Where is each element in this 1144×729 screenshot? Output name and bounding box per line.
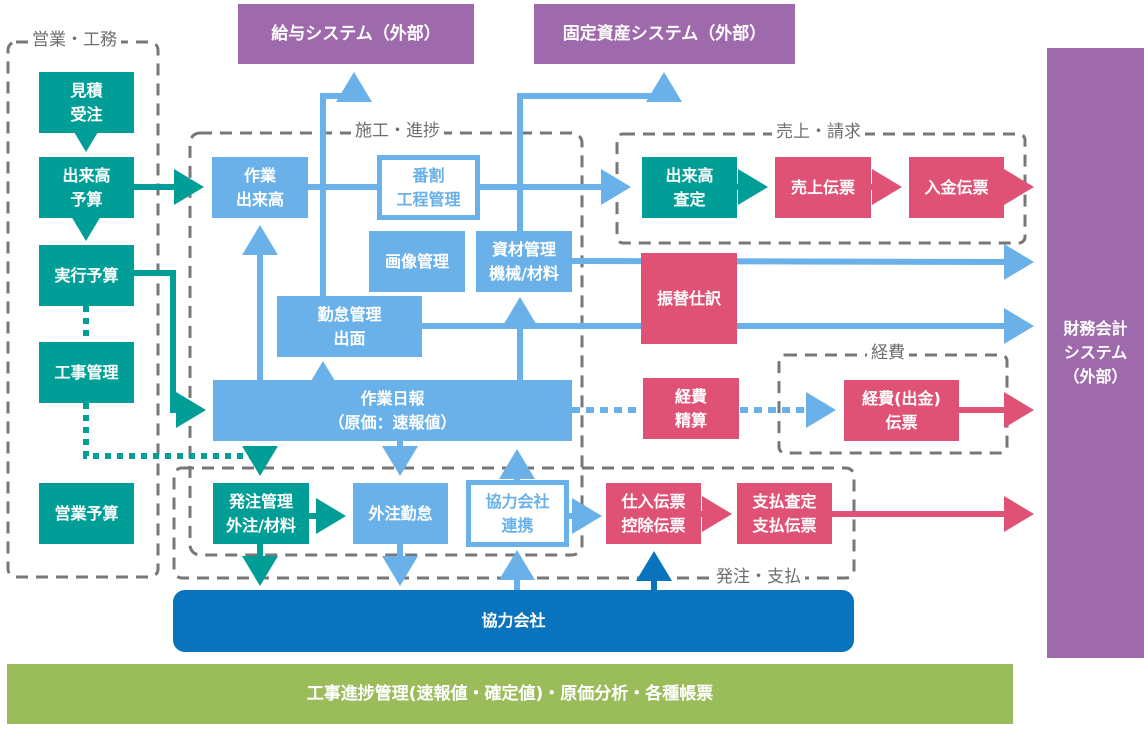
estimate-order-box[interactable]: 見積 受注: [39, 72, 134, 133]
connector-attendance-to-payroll: [320, 72, 372, 297]
sales-slip-box[interactable]: 売上伝票: [775, 157, 871, 218]
accounting-system[interactable]: 財務会計 システム （外部）: [1047, 48, 1144, 658]
daily-report-box[interactable]: 作業日報 （原価：速報値）: [213, 380, 572, 441]
group-label-expenses: 経費: [867, 343, 909, 363]
construction-mgmt-box[interactable]: 工事管理: [39, 342, 134, 403]
partner-link-box[interactable]: 協力会社 連携: [466, 480, 569, 547]
group-label-billing: 売上・請求: [772, 122, 865, 142]
payment-slip-box[interactable]: 支払査定 支払伝票: [737, 483, 832, 544]
transfer-journal-box[interactable]: 振替仕訳: [641, 253, 737, 344]
sales-budget-box[interactable]: 営業予算: [39, 483, 134, 544]
execution-budget-box[interactable]: 実行予算: [39, 245, 134, 306]
purchase-slip-box[interactable]: 仕入伝票 控除伝票: [606, 483, 701, 544]
connector-execution-to-report: [133, 270, 206, 428]
connector-mgmt-to-order: [83, 403, 278, 476]
expense-slip-box[interactable]: 経費(出金) 伝票: [844, 380, 959, 441]
receipt-slip-box[interactable]: 入金伝票: [909, 157, 1004, 218]
group-label-construction: 施工・進捗: [351, 121, 444, 141]
group-label-ordering: 発注・支払: [712, 567, 805, 587]
work-progress-box[interactable]: 作業 出来高: [212, 157, 308, 218]
schedule-mgmt-box[interactable]: 番割 工程管理: [377, 155, 480, 220]
group-label-sales: 営業・工務: [28, 30, 121, 50]
payroll-system[interactable]: 給与システム（外部）: [238, 4, 474, 64]
material-mgmt-box[interactable]: 資材管理 機械/材料: [476, 231, 572, 292]
partner-company-bar[interactable]: 協力会社: [173, 590, 854, 652]
subcontract-attendance-box[interactable]: 外注勤怠: [353, 483, 448, 544]
fixed-assets-system[interactable]: 固定資産システム（外部）: [534, 4, 795, 64]
expense-settlement-box[interactable]: 経費 精算: [643, 378, 739, 439]
order-mgmt-box[interactable]: 発注管理 外注/材料: [213, 483, 309, 544]
image-mgmt-box[interactable]: 画像管理: [369, 231, 465, 292]
progress-budget-box[interactable]: 出来高 予算: [39, 157, 134, 218]
connector-material-to-fixedassets: [517, 72, 682, 261]
attendance-mgmt-box[interactable]: 勤怠管理 出面: [277, 296, 422, 357]
progress-assessment-box[interactable]: 出来高 査定: [642, 157, 737, 218]
progress-analysis-bar[interactable]: 工事進捗管理(速報値・確定値)・原価分析・各種帳票: [7, 664, 1013, 724]
